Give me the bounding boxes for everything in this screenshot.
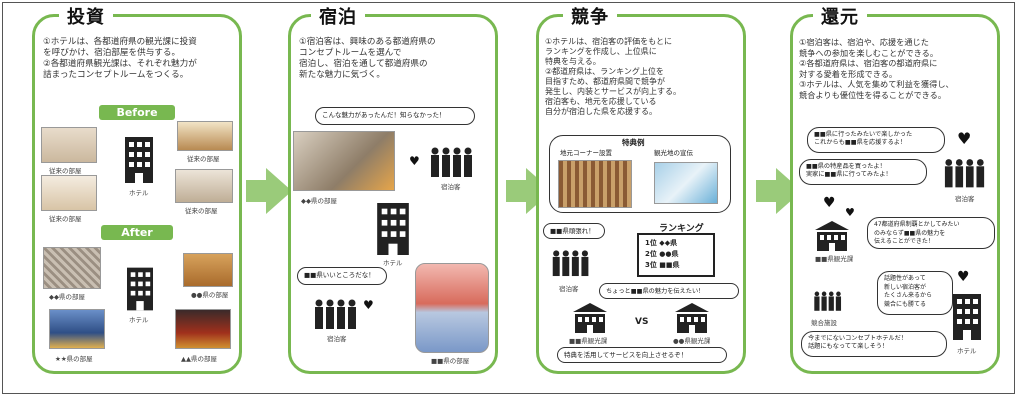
panel-title: 宿泊 bbox=[311, 3, 365, 29]
perk-photo bbox=[654, 162, 718, 204]
room-caption: ●●県の部屋 bbox=[191, 291, 229, 299]
pref-office-icon bbox=[675, 303, 709, 333]
room-caption: ◆◆県の部屋 bbox=[301, 197, 337, 205]
guests-icon bbox=[552, 250, 589, 277]
pref-caption: ■■県観光課 bbox=[569, 337, 608, 345]
room-photo bbox=[41, 175, 97, 211]
heart-icon: ♥ bbox=[845, 206, 855, 219]
room-caption: ★★県の部屋 bbox=[55, 355, 93, 363]
hotel-icon bbox=[953, 294, 981, 340]
room-caption: 従来の部屋 bbox=[185, 207, 218, 215]
panel-desc: ①宿泊客は、宿泊や、応援を通じた 競争への参加を楽しむことができる。 ②各都道府… bbox=[799, 37, 954, 100]
perk-photo bbox=[558, 160, 632, 208]
panel-title: 投資 bbox=[59, 3, 113, 29]
competitor-caption: 競合施設 bbox=[811, 319, 837, 327]
hotel-caption: ホテル bbox=[129, 316, 149, 324]
pref-office-icon bbox=[573, 303, 607, 333]
hotel-icon bbox=[127, 267, 153, 311]
room-photo bbox=[49, 309, 105, 349]
hotel-caption: ホテル bbox=[957, 347, 977, 355]
panel-desc: ①ホテルは、宿泊客の評価をもとに ランキングを作成し、上位県に 特典を与える。 … bbox=[545, 37, 681, 116]
heart-icon: ♥ bbox=[957, 269, 970, 285]
hotel-icon bbox=[377, 203, 409, 255]
room-photo bbox=[175, 169, 233, 203]
perk-item: 地元コーナー設置 bbox=[560, 149, 612, 157]
heart-icon: ♥ bbox=[363, 298, 374, 312]
room-photo bbox=[41, 127, 97, 163]
room-caption: 従来の部屋 bbox=[187, 155, 220, 163]
panel-stay: 宿泊 ①宿泊客は、興味のある都道府県の コンセプトルームを選んで 宿泊し、宿泊を… bbox=[288, 3, 498, 374]
competitor-icon bbox=[814, 291, 842, 311]
guests-icon bbox=[431, 147, 472, 177]
room-caption: ◆◆県の部屋 bbox=[49, 293, 85, 301]
room-photo bbox=[175, 309, 231, 349]
hotel-caption: ホテル bbox=[383, 259, 403, 267]
perk-title: 特典例 bbox=[622, 138, 645, 147]
panel-title: 還元 bbox=[813, 3, 867, 29]
heart-icon: ♥ bbox=[823, 195, 836, 211]
room-photo bbox=[415, 263, 489, 353]
speech-bubble: 47都道府県制覇とかしてみたい のみならず■■県の魅力を 伝えることができた！ bbox=[867, 217, 995, 249]
speech-bubble: 今までにないコンセプトホテルだ！ 話題にもなってて楽しそう！ bbox=[801, 331, 947, 357]
panel-invest: 投資 ①ホテルは、各都道府県の観光課に投資 を呼びかけ、宿泊部屋を供与する。 ②… bbox=[32, 3, 242, 374]
heart-icon: ♥ bbox=[957, 129, 972, 148]
speech-bubble: ちょっと■■県の魅力を伝えたい！ bbox=[599, 283, 739, 299]
ranking-title: ランキング bbox=[659, 224, 704, 234]
speech-bubble: 話題性があって 新しい宿泊客が たくさん来るから 競合にも勝てる bbox=[877, 271, 953, 315]
speech-bubble: ■■県の特産品を買ったよ！ 実家に■■県に行ってみたよ！ bbox=[799, 159, 927, 185]
speech-bubble: こんな魅力があったんだ！知らなかった！ bbox=[315, 107, 475, 125]
room-caption: ▲▲県の部屋 bbox=[181, 355, 217, 363]
pref-caption: ■■県観光課 bbox=[815, 255, 854, 263]
room-photo bbox=[183, 253, 233, 287]
ranking-row: 3位 ■■県 bbox=[645, 261, 680, 269]
hotel-icon bbox=[125, 137, 153, 183]
perk-item: 観光地の宣伝 bbox=[654, 149, 693, 157]
room-photo bbox=[177, 121, 233, 151]
panel-return: 還元 ①宿泊客は、宿泊や、応援を通じた 競争への参加を楽しむことができる。 ②各… bbox=[790, 3, 1000, 374]
pref-caption: ●●県観光課 bbox=[673, 337, 711, 345]
guests-caption: 宿泊客 bbox=[955, 195, 975, 203]
ranking-row: 2位 ●●県 bbox=[645, 250, 679, 258]
guests-caption: 宿泊客 bbox=[559, 285, 579, 293]
heart-icon: ♥ bbox=[409, 154, 420, 168]
panel-title: 競争 bbox=[563, 3, 617, 29]
room-caption: ■■県の部屋 bbox=[431, 357, 470, 365]
speech-bubble: ■■県に行ったみたいで楽しかった これからも■■県を応援するよ！ bbox=[807, 127, 945, 153]
speech-bubble: ■■県頑張れ！ bbox=[543, 223, 605, 239]
room-caption: 従来の部屋 bbox=[49, 215, 82, 223]
perk-box: 特典例 地元コーナー設置 観光地の宣伝 bbox=[549, 135, 731, 213]
room-photo bbox=[43, 247, 101, 289]
panel-desc: ①ホテルは、各都道府県の観光課に投資 を呼びかけ、宿泊部屋を供与する。 ②各都道… bbox=[43, 37, 197, 80]
after-label: After bbox=[101, 225, 173, 240]
guests-caption: 宿泊客 bbox=[327, 335, 347, 343]
vs-label: VS bbox=[635, 317, 649, 327]
guests-caption: 宿泊客 bbox=[441, 183, 461, 191]
pref-office-icon bbox=[815, 221, 849, 251]
room-caption: 従来の部屋 bbox=[49, 167, 82, 175]
speech-bubble: 特典を活用してサービスを向上させるぞ！ bbox=[557, 347, 727, 363]
before-label: Before bbox=[99, 105, 175, 120]
panel-compete: 競争 ①ホテルは、宿泊客の評価をもとに ランキングを作成し、上位県に 特典を与え… bbox=[536, 3, 746, 374]
ranking-board: 1位 ◆◆県 2位 ●●県 3位 ■■県 bbox=[637, 233, 715, 277]
diagram-frame bbox=[2, 2, 1015, 394]
hotel-caption: ホテル bbox=[129, 189, 149, 197]
guests-icon bbox=[944, 159, 985, 188]
ranking-row: 1位 ◆◆県 bbox=[645, 239, 678, 247]
room-photo bbox=[293, 131, 395, 191]
speech-bubble: ■■県いいところだな！ bbox=[297, 267, 387, 285]
panel-desc: ①宿泊客は、興味のある都道府県の コンセプトルームを選んで 宿泊し、宿泊を通して… bbox=[299, 37, 436, 80]
guests-icon bbox=[315, 299, 356, 329]
